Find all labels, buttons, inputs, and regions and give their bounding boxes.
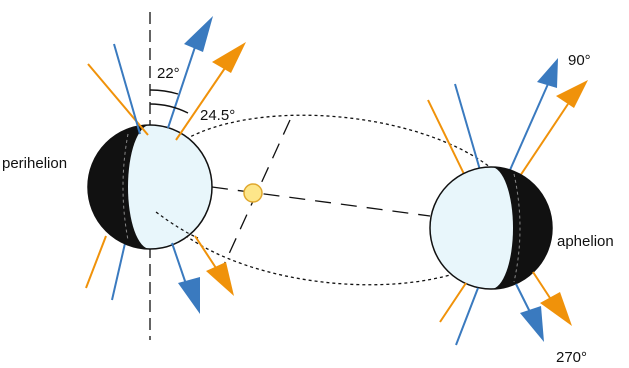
orange-axis-right-upper xyxy=(427,99,465,175)
blue-arrowhead-right-upper xyxy=(537,58,558,88)
blue-axis-right-upper xyxy=(454,83,481,171)
angle-24-5-label: 24.5° xyxy=(200,107,235,124)
orange-arrowhead-right-upper xyxy=(556,80,588,108)
sun-icon xyxy=(243,183,263,203)
angle-arc-22 xyxy=(149,89,179,95)
blue-arrow-right-upper xyxy=(509,83,549,171)
aphelion-planet xyxy=(429,166,553,290)
angle-22-label: 22° xyxy=(157,65,180,82)
blue-axis-left-lower xyxy=(111,238,127,301)
aphelion-label: aphelion xyxy=(557,233,614,250)
blue-arrow-left-upper xyxy=(167,43,197,129)
orange-axis-left-upper xyxy=(87,63,149,136)
orange-arrow-left-upper xyxy=(175,67,226,141)
angle-arc-24 xyxy=(149,103,189,114)
orange-axis-right-lower xyxy=(439,282,467,323)
blue-arrow-left-lower xyxy=(171,242,187,285)
orange-arrow-right-lower xyxy=(532,271,551,299)
degree-270-label: 270° xyxy=(556,349,587,366)
orange-arrowhead-left-upper xyxy=(212,42,246,73)
blue-axis-left-upper xyxy=(113,43,141,135)
orange-arrow-right-upper xyxy=(515,103,569,183)
blue-arrow-right-lower xyxy=(515,283,531,313)
orange-arrowhead-left-lower xyxy=(206,262,234,296)
blue-arrowhead-right-lower xyxy=(520,306,544,342)
orange-axis-left-lower xyxy=(85,235,107,289)
orange-arrowhead-right-lower xyxy=(540,292,572,326)
orange-arrow-left-lower xyxy=(194,235,217,269)
perihelion-planet xyxy=(87,124,213,250)
degree-90-label: 90° xyxy=(568,52,591,69)
perihelion-label: perihelion xyxy=(2,155,67,172)
blue-arrowhead-left-upper xyxy=(184,16,213,52)
blue-arrowhead-left-lower xyxy=(178,277,200,314)
blue-axis-right-lower xyxy=(455,287,479,346)
